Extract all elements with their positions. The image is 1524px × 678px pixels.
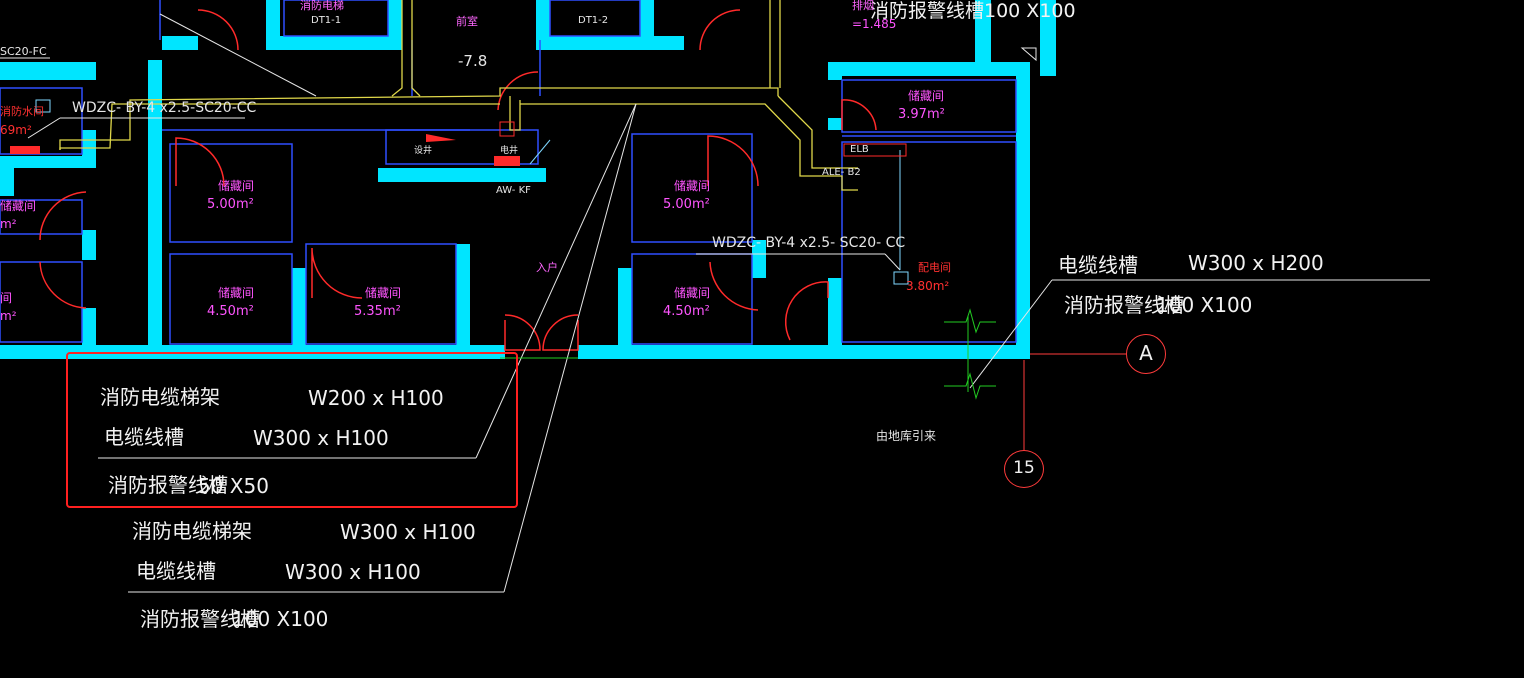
circuit-label-left: WDZC- BY-4 x2.5-SC20-CC — [72, 100, 257, 116]
room-name: 储藏间 — [674, 286, 711, 300]
panel-aw-kf: AW- KF — [496, 185, 531, 196]
annotation-label: 消防电缆梯架 — [132, 519, 252, 543]
annotation-label: 电缆线槽 — [136, 559, 216, 583]
annotation-label: 消防电缆梯架 — [100, 385, 220, 409]
annotation-size: W300 x H200 — [1188, 251, 1324, 275]
annotation-size: 50 X50 — [198, 474, 269, 498]
level-label: -7.8 — [458, 52, 488, 70]
annotation-size: W300 x H100 — [285, 560, 421, 584]
alarm-tray-label-top: 消防报警线槽100 X100 — [870, 0, 1076, 22]
room-name: 储藏间 — [218, 179, 255, 193]
room-area: 5.00m² — [207, 197, 254, 212]
highlight-box — [66, 352, 518, 508]
annotation-size: W200 x H100 — [308, 386, 444, 410]
structural-walls — [0, 0, 1056, 359]
annotation-label: 消防报警线槽 — [108, 473, 228, 497]
room-name: 储藏间 — [0, 199, 37, 213]
well-right-label: 电井 — [500, 146, 519, 156]
annotation-label: 消防报警线槽 — [1064, 293, 1184, 317]
circuit-label-right: WDZC- BY-4 x2.5- SC20- CC — [712, 235, 906, 251]
room-area: m² — [0, 309, 17, 323]
fire-elevator-label: 消防电梯 — [300, 0, 344, 12]
annotation-size: W300 x H100 — [253, 426, 389, 450]
equipment-symbols — [10, 47, 1037, 400]
room-area: 69m² — [0, 123, 32, 137]
room-name: 间 — [0, 291, 13, 305]
well-left-label: 设井 — [414, 146, 433, 156]
annotation-size: W300 x H100 — [340, 520, 476, 544]
entrance-label: 入户 — [536, 261, 558, 274]
annotation-size: 100 X100 — [232, 607, 329, 631]
elevation-label: =1.485 — [852, 17, 897, 31]
vestibule-label: 前室 — [456, 15, 478, 28]
room-name: 储藏间 — [218, 286, 255, 300]
annotation-size: 100 X100 — [1156, 293, 1253, 317]
grid-bubble-15: 15 — [1004, 450, 1044, 488]
room-area: m² — [0, 217, 17, 231]
cable-tray-route — [59, 0, 858, 191]
room-area: 4.50m² — [663, 304, 710, 319]
room-name: 储藏间 — [908, 89, 945, 103]
room-area: 3.97m² — [898, 107, 945, 122]
elevator-dt1-2: DT1-2 — [578, 15, 609, 26]
room-area: 3.80m² — [906, 279, 950, 293]
annotation-label: 电缆线槽 — [1058, 253, 1138, 277]
room-area: 4.50m² — [207, 304, 254, 319]
panel-elb: ELB — [850, 144, 869, 155]
room-area: 5.00m² — [663, 197, 710, 212]
sc20-fc-label: SC20-FC — [0, 45, 47, 58]
door-swings — [39, 9, 877, 351]
room-area: 5.35m² — [354, 304, 401, 319]
room-name: 储藏间 — [674, 179, 711, 193]
room-name: 消防水间 — [0, 105, 44, 118]
room-name: 配电间 — [918, 261, 951, 274]
leader-lines — [0, 13, 1430, 593]
room-name: 储藏间 — [365, 286, 402, 300]
elevator-dt1-1: DT1-1 — [311, 15, 342, 26]
exhaust-label: 排烟 — [852, 0, 874, 12]
annotation-label: 消防报警线槽 — [140, 607, 260, 631]
from-garage-label: 由地库引来 — [876, 429, 937, 443]
annotation-label: 电缆线槽 — [104, 425, 184, 449]
panel-ale-b2: ALE- B2 — [822, 167, 861, 178]
grid-bubble-a: A — [1126, 334, 1166, 374]
